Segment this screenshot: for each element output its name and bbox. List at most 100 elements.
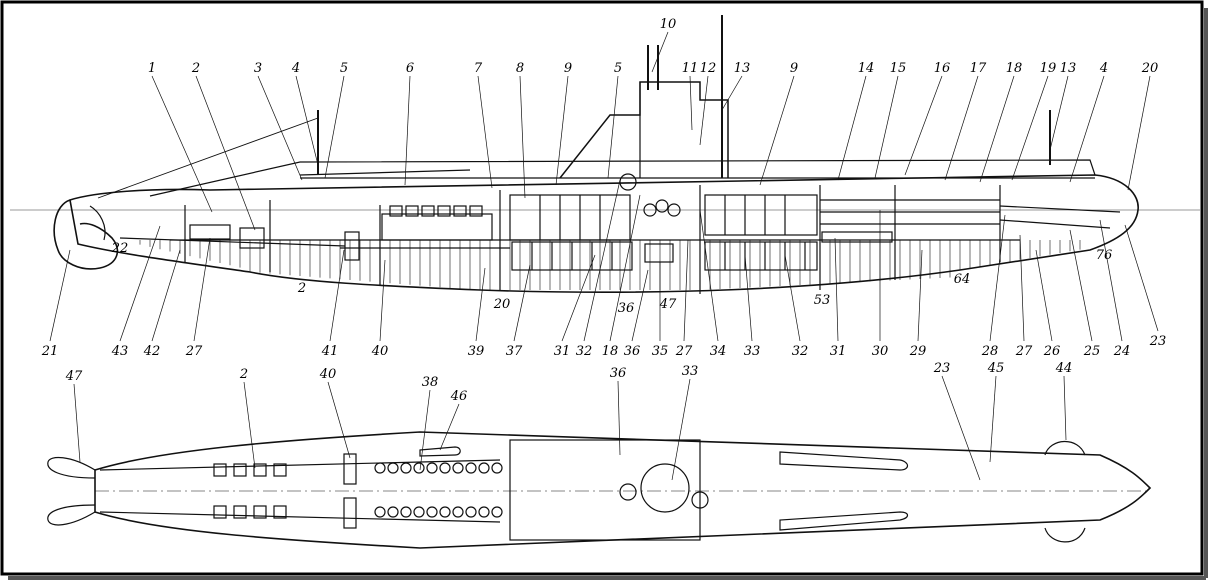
side-callout-label: 13 <box>1060 61 1077 76</box>
side-callout-label: 5 <box>340 61 348 76</box>
side-callout-label: 43 <box>111 344 129 359</box>
plan-callout-leader <box>243 381 256 469</box>
side-callout-leader <box>1069 75 1105 183</box>
side-callout-label: 34 <box>710 344 727 359</box>
plan-control-room <box>509 439 701 541</box>
plan-callout-label: 45 <box>987 361 1005 376</box>
side-callout-label: 25 <box>1083 344 1101 359</box>
side-callout-leader <box>904 75 943 176</box>
side-callout-label: 15 <box>890 61 907 76</box>
side-callout-label: 16 <box>934 61 951 76</box>
side-callout-label: 5 <box>614 61 622 76</box>
side-callout-label: 24 <box>1113 344 1131 359</box>
plan-periscope-well <box>640 463 690 513</box>
side-callout-label: 41 <box>321 344 339 359</box>
side-callout-label: 22 <box>111 241 129 256</box>
side-callout-leader <box>699 75 709 146</box>
plan-torpedo-lower <box>779 511 909 531</box>
conning-tower <box>559 81 729 179</box>
plan-hull <box>94 431 1152 549</box>
side-callout-label: 9 <box>790 61 798 76</box>
side-callout-leader <box>1099 219 1123 342</box>
battery-blocks-fwd <box>511 241 818 271</box>
side-callout-label: 64 <box>954 272 971 287</box>
side-callout-leader <box>519 75 526 199</box>
plan-torpedo-upper <box>779 451 909 471</box>
side-callout-leader <box>1019 234 1025 342</box>
side-callout-label: 31 <box>554 344 571 359</box>
side-callout-label: 20 <box>493 297 511 312</box>
side-callout-leader <box>193 237 211 342</box>
deck-pipe <box>299 169 471 176</box>
side-callout-label: 76 <box>1096 248 1113 263</box>
side-callout-label: 36 <box>624 344 641 359</box>
plan-callout-leader <box>1063 375 1067 441</box>
side-callout-leader <box>607 75 619 179</box>
plan-callout-label: 46 <box>450 389 468 404</box>
side-callout-leader <box>561 254 596 342</box>
side-callout-leader <box>944 75 979 181</box>
side-callout-label: 12 <box>700 61 717 76</box>
side-callout-label: 6 <box>406 61 414 76</box>
side-callout-label: 4 <box>291 61 300 76</box>
side-callout-leader <box>1069 229 1093 342</box>
side-callout-label: 26 <box>1043 344 1061 359</box>
side-callout-leader <box>379 259 386 342</box>
plan-callout-label: 23 <box>933 361 951 376</box>
plan-callout-label: 40 <box>319 367 337 382</box>
side-callout-leader <box>583 179 621 342</box>
side-callout-label: 32 <box>576 344 593 359</box>
side-callout-label: 42 <box>143 344 161 359</box>
plan-callout-label: 2 <box>239 367 248 382</box>
side-callout-label: 33 <box>744 344 761 359</box>
plan-hydroplane-lower <box>1044 527 1086 543</box>
plan-callout-label: 47 <box>65 369 83 384</box>
plan-callout-label: 44 <box>1055 361 1073 376</box>
side-view <box>10 15 1200 342</box>
plan-callout-label: 38 <box>422 375 439 390</box>
side-callout-leader <box>1124 224 1159 332</box>
side-callout-leader <box>1127 75 1151 191</box>
plan-callout-leader <box>419 389 431 471</box>
side-callout-leader <box>324 75 345 179</box>
plan-screw-stbd <box>47 504 96 526</box>
control-room <box>509 173 681 263</box>
side-callout-leader <box>651 31 669 73</box>
side-callout-leader <box>721 75 743 111</box>
side-callout-label: 31 <box>830 344 847 359</box>
side-callout-leader <box>555 75 569 186</box>
plan-callout-leader <box>941 375 981 481</box>
side-callout-label: 2 <box>191 61 200 76</box>
side-callout-label: 27 <box>675 344 693 359</box>
side-callout-leader <box>1035 249 1053 342</box>
side-callout-label: 32 <box>792 344 809 359</box>
side-callout-label: 37 <box>506 344 523 359</box>
side-callout-label: 20 <box>1141 61 1159 76</box>
side-callout-label: 27 <box>185 344 203 359</box>
side-callout-label: 39 <box>468 344 485 359</box>
hull-frames <box>139 240 1081 290</box>
plan-callout-label: 36 <box>610 366 627 381</box>
plan-hydroplane-upper <box>1044 440 1086 456</box>
plan-view <box>47 375 1152 549</box>
plan-callout-leader <box>671 378 691 481</box>
side-callout-label: 27 <box>1015 344 1033 359</box>
side-callout-leader <box>837 75 867 181</box>
side-callout-leader <box>874 75 899 179</box>
plan-callout-leader <box>73 383 81 463</box>
side-callout-leader <box>689 75 693 131</box>
side-callout-label: 53 <box>814 293 831 308</box>
side-stern-screw <box>53 199 119 270</box>
side-callout-leader <box>917 249 923 342</box>
side-callout-leader <box>477 75 493 189</box>
diesel-engines <box>340 205 510 249</box>
side-callout-leader <box>759 75 795 186</box>
side-callout-leader <box>683 239 689 342</box>
side-callout-label: 19 <box>1040 61 1057 76</box>
side-callout-label: 10 <box>660 17 677 32</box>
side-callout-label: 11 <box>682 61 699 76</box>
shaft-port <box>99 459 501 471</box>
side-callout-label: 29 <box>909 344 927 359</box>
